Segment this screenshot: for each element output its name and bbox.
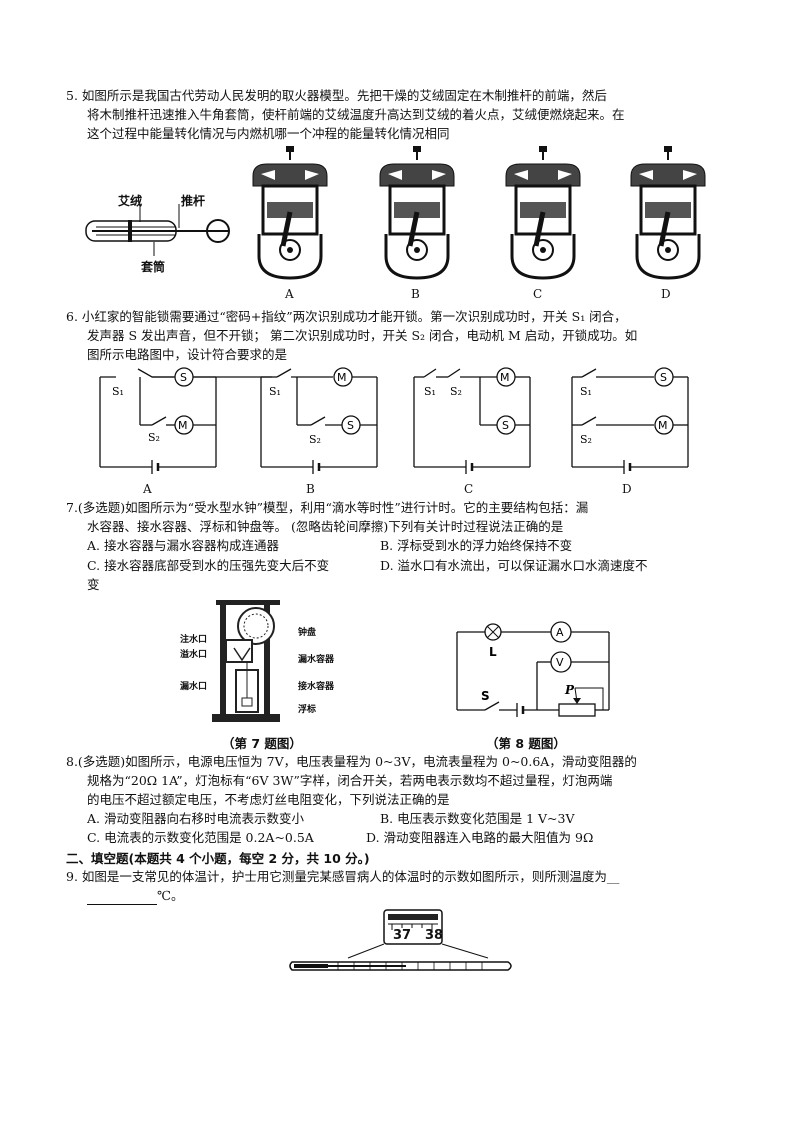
- q5-line-2: 将木制推杆迅速推入牛角套筒，使杆前端的艾绒温度升高达到艾绒的着火点，艾绒便燃烧起…: [87, 107, 625, 122]
- q6-line-3: 图所示电路图中，设计符合要求的是: [87, 347, 288, 362]
- label-loushuikou: 漏水口: [180, 682, 208, 692]
- q8-line-2: 规格为“20Ω 1A”，灯泡标有“6V 3W”字样，闭合开关，若两电表示数均不超…: [87, 773, 613, 788]
- fire-starter-figure: [85, 204, 230, 256]
- thermometer-label-37: 37: [393, 928, 412, 943]
- q6-line-1: 6. 小红家的智能锁需要通过“密码+指纹”两次识别成功才能开锁。第一次识别成功时…: [66, 309, 627, 324]
- q9-line-2: ℃。: [87, 886, 183, 905]
- label-yishuikou: 溢水口: [180, 650, 208, 660]
- q8-option-c: C. 电流表的示数变化范围是 0.2A~0.5A: [87, 830, 314, 845]
- circuit-d: S M S₁ S₂: [571, 367, 689, 474]
- q8-circuit-figure: A V L S P: [456, 621, 610, 717]
- svg-text:L: L: [489, 645, 497, 659]
- engine-option-b: B: [411, 287, 420, 301]
- svg-text:S: S: [180, 371, 187, 384]
- thermometer-figure: [289, 909, 512, 971]
- q7-option-d-cont: 变: [87, 577, 100, 592]
- svg-text:M: M: [500, 371, 510, 384]
- label-fubiao: 浮标: [298, 705, 317, 715]
- engine-option-d: D: [661, 287, 671, 301]
- circuit-option-c: C: [464, 482, 474, 496]
- svg-text:S: S: [481, 689, 490, 703]
- svg-text:S₂: S₂: [148, 431, 160, 444]
- svg-text:M: M: [178, 419, 188, 432]
- svg-text:S₁: S₁: [424, 385, 436, 398]
- circuit-option-b: B: [306, 482, 315, 496]
- section-2-heading: 二、填空题(本题共 4 个小题，每空 2 分，共 10 分。): [66, 851, 370, 866]
- circuit-c: M S S₁ S₂: [413, 367, 531, 474]
- svg-text:M: M: [658, 419, 668, 432]
- thermometer-label-38: 38: [425, 928, 444, 943]
- svg-text:S₂: S₂: [450, 385, 462, 398]
- q7-option-d: D. 溢水口有水流出，可以保证漏水口水滴速度不: [380, 558, 648, 573]
- q7-line-2: 水容器、接水容器、浮标和钟盘等。 (忽略齿轮间摩擦)下列有关计时过程说法正确的是: [87, 519, 564, 534]
- circuit-option-a: A: [143, 482, 152, 496]
- svg-text:P: P: [564, 683, 575, 697]
- water-clock-figure: [212, 600, 280, 722]
- label-zhushuikou: 注水口: [180, 635, 208, 645]
- figure-8-caption: （第 8 题图）: [486, 736, 566, 751]
- svg-text:M: M: [337, 371, 347, 384]
- figure-7-caption: （第 7 题图）: [222, 736, 302, 751]
- label-taotong: 套筒: [141, 260, 166, 274]
- svg-text:S₁: S₁: [112, 385, 124, 398]
- q8-line-3: 的电压不超过额定电压，不考虑灯丝电阻变化，下列说法正确的是: [87, 792, 450, 807]
- label-loushuirongqi: 漏水容器: [298, 655, 335, 665]
- q8-option-d: D. 滑动变阻器连入电路的最大阻值为 9Ω: [366, 830, 594, 845]
- circuit-b: M S S₁ S₂: [260, 367, 378, 474]
- svg-text:S: S: [347, 419, 354, 432]
- q8-option-b: B. 电压表示数变化范围是 1 V~3V: [380, 811, 575, 826]
- q7-line-1: 7.(多选题)如图所示为“受水型水钟”模型，利用“滴水等时性”进行计时。它的主要…: [66, 500, 589, 515]
- q8-line-1: 8.(多选题)如图所示，电源电压恒为 7V，电压表量程为 0~3V，电流表量程为…: [66, 754, 637, 769]
- svg-text:A: A: [556, 626, 564, 639]
- engine-option-a: A: [285, 287, 294, 301]
- q7-option-c: C. 接水容器底部受到水的压强先变大后不变: [87, 558, 330, 573]
- svg-text:S₁: S₁: [269, 385, 281, 398]
- svg-text:V: V: [556, 656, 564, 669]
- label-tuigan: 推杆: [181, 194, 206, 208]
- q9-line-1: 9. 如图是一支常见的体温计，护士用它测量完某感冒病人的体温时的示数如图所示，则…: [66, 869, 620, 884]
- svg-text:S: S: [502, 419, 509, 432]
- circuit-option-d: D: [622, 482, 632, 496]
- q7-option-a: A. 接水容器与漏水容器构成连通器: [87, 538, 279, 553]
- q5-line-3: 这个过程中能量转化情况与内燃机哪一个冲程的能量转化情况相同: [87, 126, 450, 141]
- q7-option-b: B. 浮标受到水的浮力始终保持不变: [380, 538, 573, 553]
- label-jieshuirongqi: 接水容器: [298, 682, 335, 692]
- svg-text:S₁: S₁: [580, 385, 592, 398]
- label-zhongpan: 钟盘: [298, 628, 317, 638]
- circuit-a: S M S₁ S₂: [99, 367, 272, 474]
- label-airong: 艾绒: [118, 194, 143, 208]
- answer-blank[interactable]: [87, 892, 157, 905]
- svg-text:S₂: S₂: [309, 433, 321, 446]
- engine-stroke-figures: [245, 144, 715, 284]
- q6-line-2: 发声器 S 发出声音，但不开锁； 第二次识别成功时，开关 S₂ 闭合，电动机 M…: [87, 328, 638, 343]
- q9-unit: ℃。: [157, 888, 184, 903]
- q5-line-1: 5. 如图所示是我国古代劳动人民发明的取火器模型。先把干燥的艾绒固定在木制推杆的…: [66, 88, 607, 103]
- svg-text:S: S: [660, 371, 667, 384]
- svg-text:S₂: S₂: [580, 433, 592, 446]
- engine-option-c: C: [533, 287, 543, 301]
- q8-option-a: A. 滑动变阻器向右移时电流表示数变小: [87, 811, 304, 826]
